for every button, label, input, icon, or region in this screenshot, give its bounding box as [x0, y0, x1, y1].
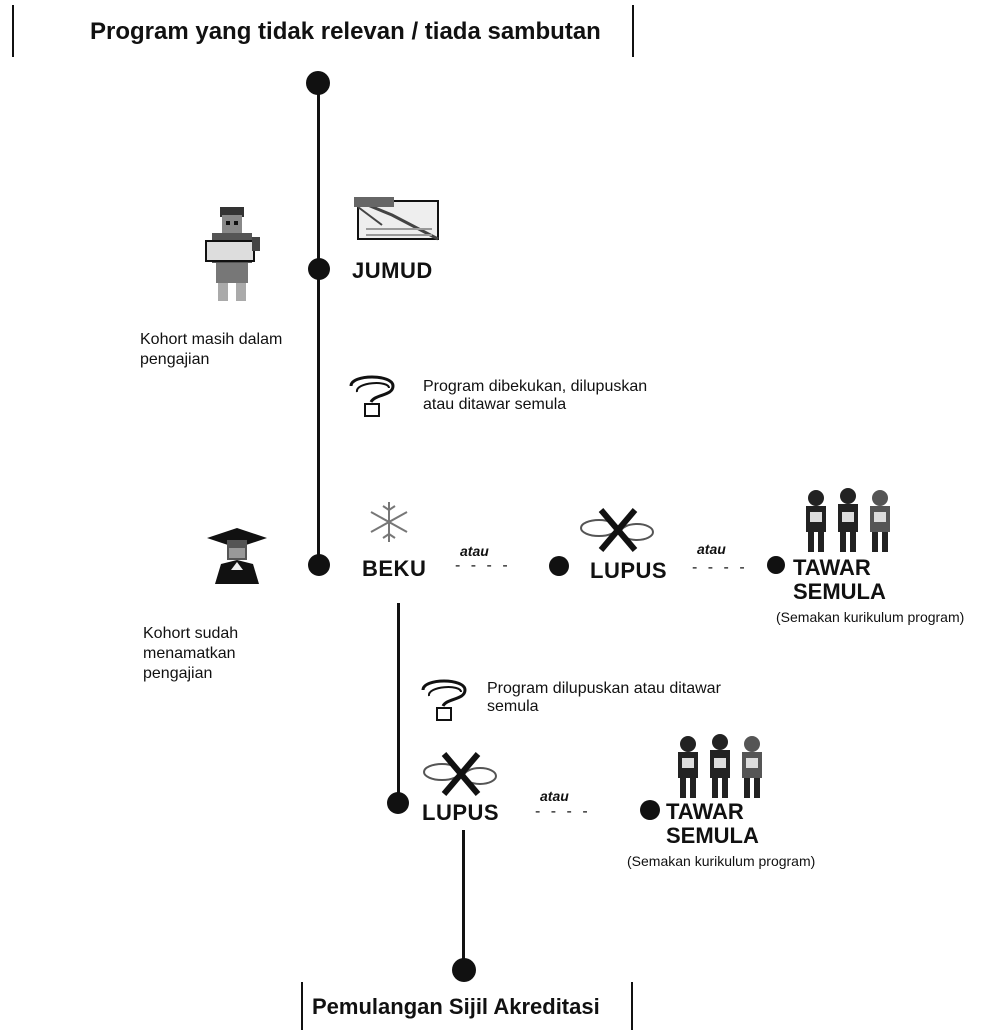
stage-tawar-semula-top: TAWAR SEMULA: [793, 555, 886, 604]
footer-title: Pemulangan Sijil Akreditasi: [312, 994, 600, 1019]
footer-left-rule: [301, 982, 303, 1030]
timeline-node: [549, 556, 569, 576]
timeline-node: [308, 258, 330, 280]
stage-lupus-top: LUPUS: [590, 558, 668, 583]
header-left-rule: [12, 5, 14, 57]
connector-dashes: - - - -: [692, 559, 748, 576]
stage-beku: BEKU: [362, 556, 427, 581]
stage-jumud: JUMUD: [352, 258, 433, 283]
eraser-cross-icon: [420, 750, 500, 796]
timeline-node: [452, 958, 476, 982]
stage-tawar-semula-bottom: TAWAR SEMULA: [666, 799, 759, 848]
connector-dashes: - - - -: [455, 557, 511, 574]
timeline-node: [767, 556, 785, 574]
decision-1-note: Program dibekukan, dilupuskan atau ditaw…: [423, 378, 648, 413]
connector-atau: atau: [540, 788, 569, 804]
beku-branch-line: [397, 603, 400, 803]
connector-dashes: - - - -: [535, 803, 591, 820]
lupus-to-certificate-line: [462, 830, 465, 975]
question-icon: [417, 676, 477, 724]
student-group-icon: [800, 484, 896, 554]
footer-right-rule: [631, 982, 633, 1030]
question-icon: [345, 372, 405, 420]
main-timeline-line: [317, 80, 320, 570]
header-right-rule: [632, 5, 634, 57]
connector-atau: atau: [697, 541, 726, 557]
timeline-node: [306, 71, 330, 95]
revision-note-top: (Semakan kurikulum program): [776, 609, 965, 625]
connector-atau: atau: [460, 543, 489, 559]
graduate-icon: [205, 526, 269, 584]
cohort-studying-caption: Kohort masih dalam pengajian: [140, 331, 283, 368]
snowflake-icon: [367, 500, 411, 544]
eraser-cross-icon: [577, 506, 657, 552]
timeline-node: [640, 800, 660, 820]
student-icon: [198, 205, 266, 305]
stage-lupus-bottom: LUPUS: [422, 800, 500, 825]
cohort-graduated-caption: Kohort sudah menamatkan pengajian: [143, 625, 239, 682]
header-title: Program yang tidak relevan / tiada sambu…: [90, 18, 601, 45]
student-group-icon: [672, 730, 768, 800]
decision-2-note: Program dilupuskan atau ditawar semula: [487, 680, 721, 715]
revision-note-bottom: (Semakan kurikulum program): [627, 853, 816, 869]
timeline-node: [387, 792, 409, 814]
book-icon: [352, 195, 442, 243]
timeline-node: [308, 554, 330, 576]
